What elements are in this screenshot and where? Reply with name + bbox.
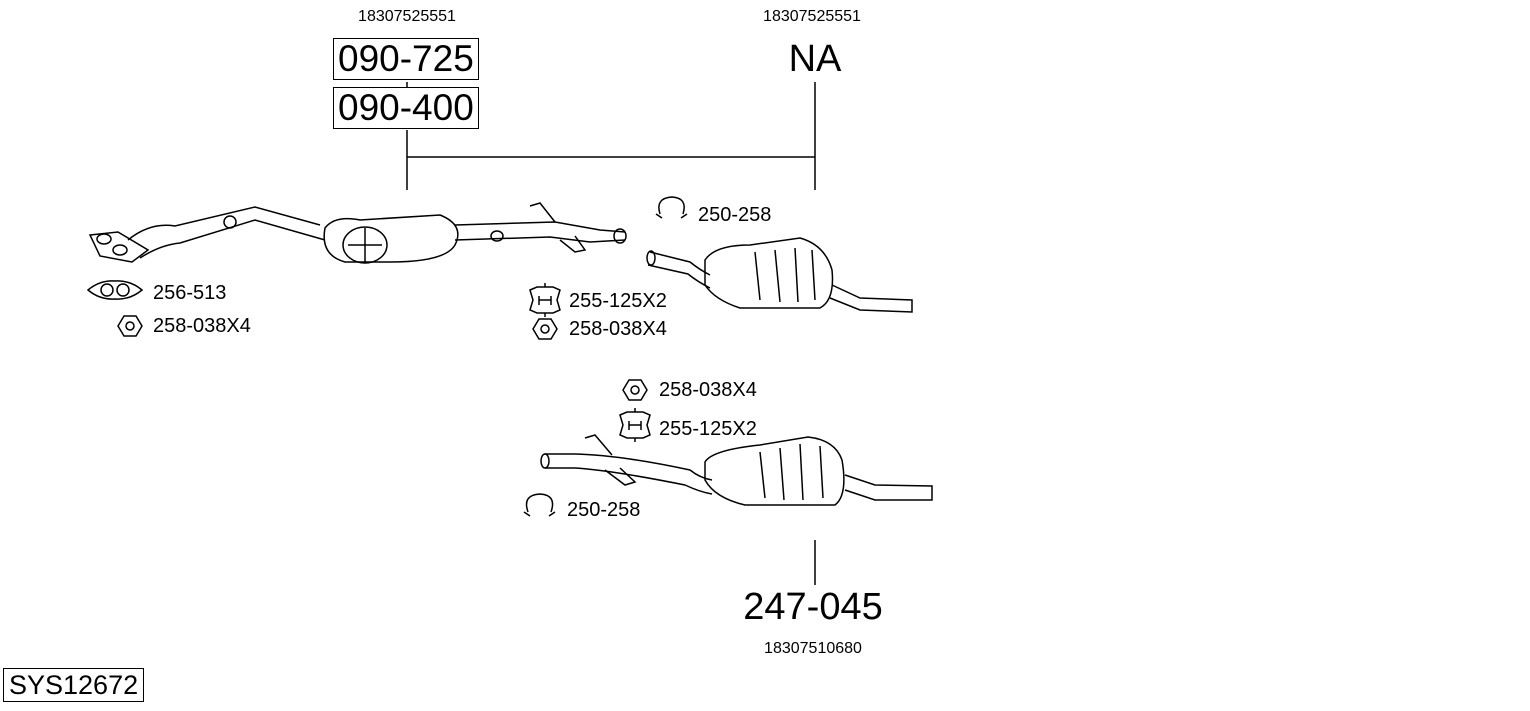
accessory-label[interactable]: 255-125X2 (659, 418, 757, 440)
oe-number-rear: 18307510680 (764, 640, 862, 657)
clamp-icon (523, 493, 556, 517)
accessory-label[interactable]: 258-038X4 (659, 379, 757, 401)
nut-icon (532, 318, 558, 340)
clamp-icon (655, 196, 688, 219)
middle-silencer-drawing (646, 237, 913, 313)
part-number-box[interactable]: 090-400 (333, 87, 479, 129)
accessory-label[interactable]: 250-258 (698, 204, 772, 226)
oe-number-front: 18307525551 (358, 8, 456, 25)
accessory-label[interactable]: 250-258 (567, 499, 641, 521)
front-pipe-catalyst-drawing (88, 202, 627, 264)
oe-number-middle: 18307525551 (763, 8, 861, 25)
gasket-icon (86, 280, 144, 300)
rubber-mount-icon (529, 283, 561, 317)
system-id: SYS12672 (3, 668, 145, 702)
accessory-label[interactable]: 258-038X4 (569, 318, 667, 340)
rubber-mount-icon (619, 408, 651, 442)
part-number-middle: NA (788, 38, 842, 80)
accessory-label[interactable]: 258-038X4 (153, 315, 251, 337)
connector-lines (406, 82, 816, 585)
accessory-label[interactable]: 255-125X2 (569, 290, 667, 312)
nut-icon (117, 315, 143, 337)
part-number-box[interactable]: 090-725 (333, 38, 479, 80)
part-number-rear[interactable]: 247-045 (743, 586, 883, 628)
nut-icon (622, 379, 648, 401)
rear-silencer-drawing (540, 434, 933, 506)
accessory-label[interactable]: 256-513 (153, 282, 227, 304)
